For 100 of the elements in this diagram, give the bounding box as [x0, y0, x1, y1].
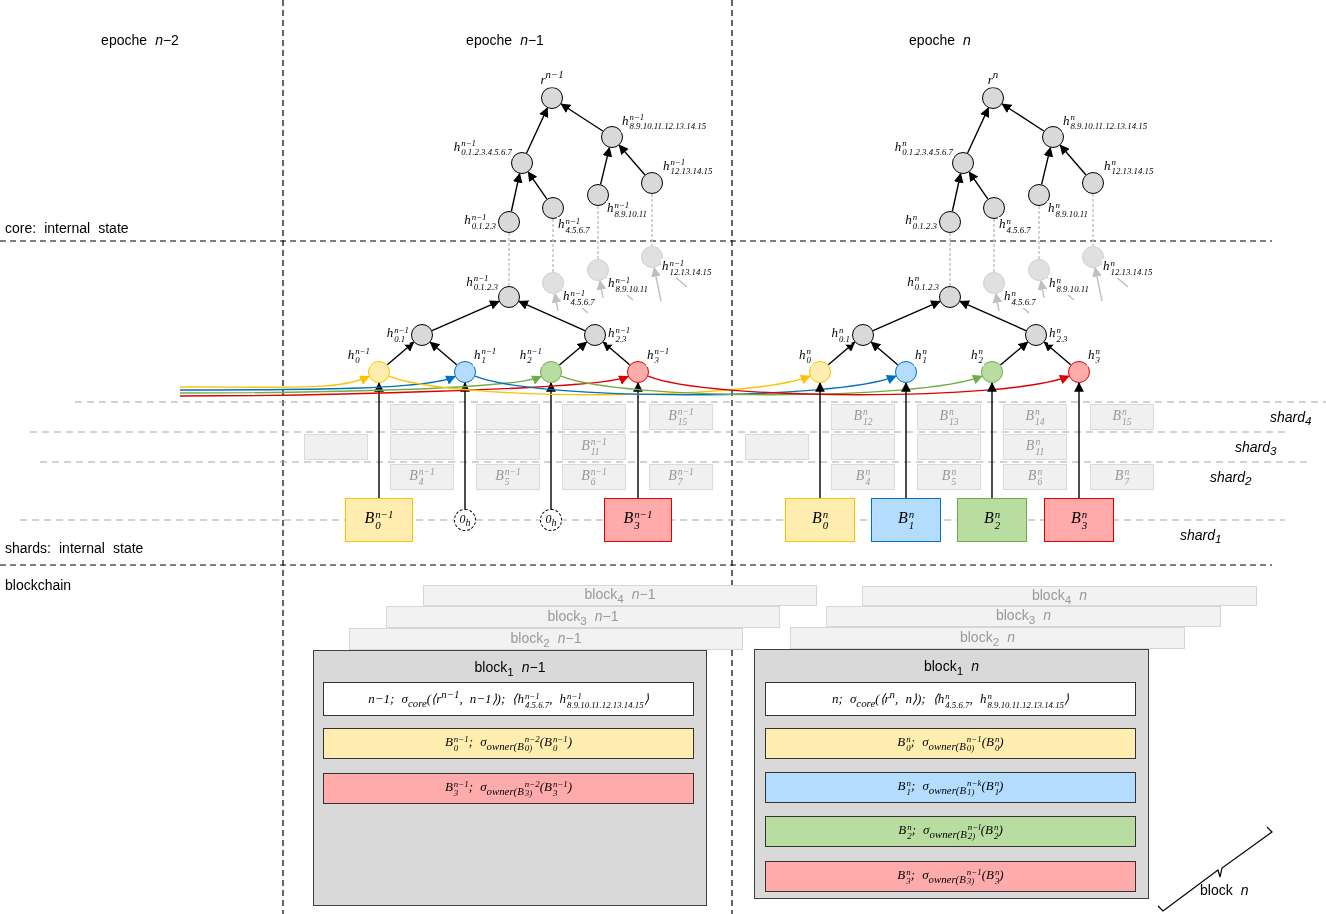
hash-node — [542, 272, 564, 294]
arrow — [633, 382, 643, 499]
block-card: block$_{2}$ n — [790, 627, 1185, 649]
hash-node — [1042, 126, 1064, 148]
shard-block — [745, 434, 809, 460]
epoch-heading: epoche n−1 — [466, 32, 544, 48]
hash-node — [1025, 324, 1047, 346]
arrow — [872, 300, 941, 332]
hash-node — [541, 87, 563, 109]
arrow — [992, 292, 1003, 312]
hash-node — [939, 286, 961, 308]
arrow — [987, 382, 997, 499]
hash-node — [454, 361, 476, 383]
shard-label: shard$_{2}$ — [1210, 468, 1252, 488]
shard-block — [476, 404, 540, 430]
arrow — [602, 341, 631, 366]
arrow — [1059, 144, 1087, 176]
hash-node — [368, 361, 390, 383]
arrow — [474, 373, 897, 396]
arrow — [558, 341, 588, 366]
hash-label: r$^{n−1}$ — [539, 69, 565, 87]
dashed-line — [1038, 205, 1040, 260]
shard-block — [304, 434, 368, 460]
arrow — [460, 382, 470, 510]
hash-node — [498, 211, 520, 233]
hash-node — [641, 246, 663, 268]
arrow — [429, 341, 458, 366]
arrow — [901, 382, 911, 499]
section-label: shards: internal state — [5, 540, 144, 556]
section-label: core: internal state — [5, 220, 129, 236]
hash-node — [542, 197, 564, 219]
dashed-line — [1092, 193, 1094, 247]
hash-node — [981, 361, 1003, 383]
arrow — [618, 144, 646, 176]
hash-node — [982, 87, 1004, 109]
hash-node — [895, 361, 917, 383]
arrow — [647, 373, 1070, 396]
block-card — [754, 649, 1149, 899]
hash-node — [1028, 184, 1050, 206]
zero-hash-node: 0$_{h}$ — [540, 509, 562, 531]
dashed-line — [993, 218, 995, 273]
hash-node — [983, 197, 1005, 219]
block-card: block$_{4}$ n — [862, 586, 1257, 606]
hash-node — [498, 286, 520, 308]
zero-hash-node: 0$_{h}$ — [454, 509, 476, 531]
arrow — [827, 341, 856, 366]
arrow — [1037, 279, 1048, 299]
hash-node — [809, 361, 831, 383]
block-card: block$_{3}$ n−1 — [386, 606, 780, 628]
arrow — [525, 107, 549, 154]
shard-label: shard$_{1}$ — [1180, 526, 1222, 546]
shard-label: shard$_{4}$ — [1270, 408, 1312, 428]
shard-block — [917, 434, 981, 460]
block-card: block$_{4}$ n−1 — [423, 585, 817, 606]
epoch-heading: epoche n — [909, 32, 971, 48]
connector-line — [659, 263, 688, 288]
dashed-line — [508, 232, 510, 287]
arrow — [179, 374, 542, 394]
arrow — [870, 341, 899, 366]
hash-node — [411, 324, 433, 346]
arrow — [179, 373, 629, 397]
arrow — [596, 279, 607, 299]
hash-node — [584, 324, 606, 346]
block-card: block$_{3}$ n — [826, 606, 1221, 627]
arrow — [560, 103, 604, 132]
arrow — [1001, 103, 1045, 132]
hash-node — [1082, 172, 1104, 194]
hash-node — [587, 184, 609, 206]
hash-node — [939, 211, 961, 233]
arrow — [374, 382, 384, 499]
hash-node — [511, 152, 533, 174]
hash-node — [641, 172, 663, 194]
hash-node — [1082, 246, 1104, 268]
arrow — [966, 107, 990, 154]
arrow — [431, 300, 500, 332]
arrow — [1092, 266, 1103, 302]
arrow — [1043, 341, 1072, 366]
hash-node — [587, 259, 609, 281]
hash-node — [627, 361, 649, 383]
dashed-line — [552, 218, 554, 273]
dashed-line — [651, 193, 653, 247]
arrow — [560, 373, 983, 396]
epoch-heading: epoche n−2 — [101, 32, 179, 48]
arrow — [551, 292, 562, 312]
section-label: blockchain — [5, 577, 72, 593]
arrow — [546, 382, 556, 510]
bracket-label: block n — [1200, 882, 1249, 898]
arrow — [510, 172, 523, 212]
arrow — [386, 341, 415, 366]
arrow — [1040, 146, 1054, 185]
hash-node — [601, 126, 623, 148]
arrow — [651, 266, 662, 302]
block-title: block$_{1}$ n−1 — [474, 659, 546, 678]
shard-block — [390, 404, 454, 430]
arrow — [388, 373, 811, 396]
arrow — [179, 374, 456, 391]
arrow — [968, 171, 989, 200]
arrow — [599, 146, 613, 185]
arrow — [999, 341, 1029, 366]
shard-block — [562, 404, 626, 430]
